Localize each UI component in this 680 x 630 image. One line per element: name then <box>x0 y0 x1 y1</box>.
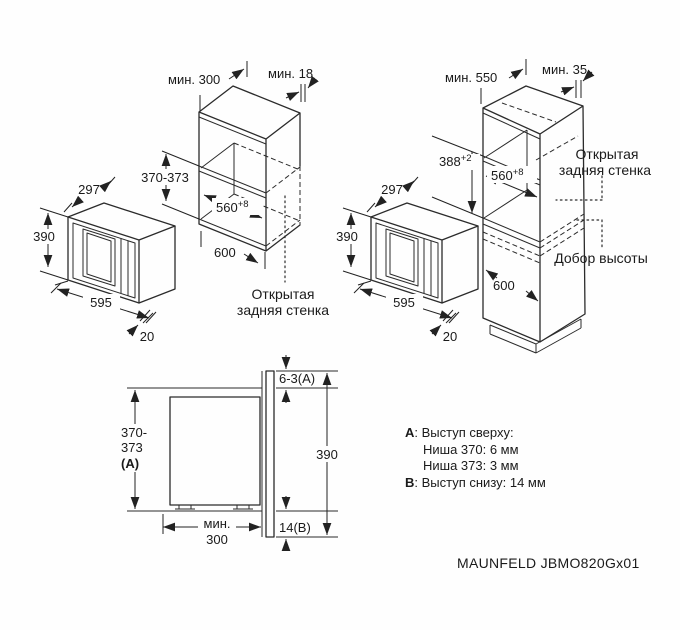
note-a-title: A: Выступ сверху: <box>405 425 514 440</box>
microwave-right-geometry <box>370 202 479 304</box>
dim-col-inner-width-base: 560 <box>491 168 513 183</box>
microwave-left-geometry <box>67 202 176 304</box>
tall-cabinet-figure: мин. 550 мин. 35 388+2 560+8 600 Открыта… <box>431 59 651 354</box>
dim-sec-niche-height-1: 370- <box>121 425 147 440</box>
dim-m2-width: 595 <box>393 295 415 310</box>
dim-col-inner-width-sup: +8 <box>513 167 524 178</box>
note-a-item-2: Ниша 373: 3 мм <box>423 458 519 473</box>
dim-m2-door: 20 <box>443 329 457 344</box>
note-b-text: : Выступ снизу: 14 мм <box>414 475 545 490</box>
note-a-text: : Выступ сверху: <box>414 425 513 440</box>
col-open-back-label-1: Открытая <box>576 146 639 162</box>
microwave-left-figure: 390 297 595 20 <box>28 176 176 344</box>
dim-m1-door: 20 <box>140 329 154 344</box>
dim-cab-inner-width-sup: +8 <box>238 199 249 210</box>
dim-sec-front-height: 390 <box>316 447 338 462</box>
dim-col-top-depth: мин. 550 <box>445 70 497 85</box>
dim-sec-top-protrusion: 6-3(A) <box>279 371 315 386</box>
dim-cab-outer-width: 600 <box>214 245 236 260</box>
note-a-item-1: Ниша 370: 6 мм <box>423 442 519 457</box>
dim-cab-inner-width-base: 560 <box>216 200 238 215</box>
dim-sec-niche-height-2: 373 <box>121 440 143 455</box>
dim-sec-niche-height-3: (A) <box>121 456 139 471</box>
wall-cabinet-figure: мин. 300 мин. 18 370-373 560+8 600 Откры… <box>137 61 329 318</box>
dim-col-inner-width: 560+8 <box>491 167 524 183</box>
dim-cab-back-gap: мин. 18 <box>268 66 313 81</box>
cab-open-back-label-2: задняя стенка <box>237 302 329 318</box>
dim-m1-depth: 297 <box>78 182 100 197</box>
col-filler-label: Добор высоты <box>554 250 648 266</box>
dim-col-niche-height-sup: +2 <box>461 153 472 164</box>
dim-col-lower-height: 600 <box>493 278 515 293</box>
note-a-letter: A <box>405 425 415 440</box>
dim-m1-width: 595 <box>90 295 112 310</box>
dim-sec-min-depth-1: мин. <box>204 516 231 531</box>
dim-col-niche-height-base: 388 <box>439 154 461 169</box>
dim-m2-depth: 297 <box>381 182 403 197</box>
dim-m1-height: 390 <box>33 229 55 244</box>
dim-col-back-gap: мин. 35 <box>542 62 587 77</box>
notes-block: A: Выступ сверху: Ниша 370: 6 мм Ниша 37… <box>405 425 546 490</box>
dim-cab-inner-width: 560+8 <box>216 199 249 215</box>
dim-col-niche-height: 388+2 <box>439 153 472 169</box>
col-open-back-label-2: задняя стенка <box>559 162 651 178</box>
note-b-title: B: Выступ снизу: 14 мм <box>405 475 546 490</box>
microwave-right-figure: 390 297 595 20 <box>331 176 479 344</box>
dim-cab-top-depth: мин. 300 <box>168 72 220 87</box>
cab-open-back-label-1: Открытая <box>252 286 315 302</box>
cross-section-figure: 370- 373 (A) 390 6-3(A) 14(B) мин. 300 <box>117 355 344 551</box>
dim-sec-bottom-protrusion: 14(B) <box>279 520 311 535</box>
dim-m2-height: 390 <box>336 229 358 244</box>
note-b-letter: B <box>405 475 414 490</box>
dim-cab-niche-height: 370-373 <box>141 170 189 185</box>
model-name: MAUNFELD JBMO820Gx01 <box>457 555 640 571</box>
dim-sec-min-depth-2: 300 <box>206 532 228 547</box>
